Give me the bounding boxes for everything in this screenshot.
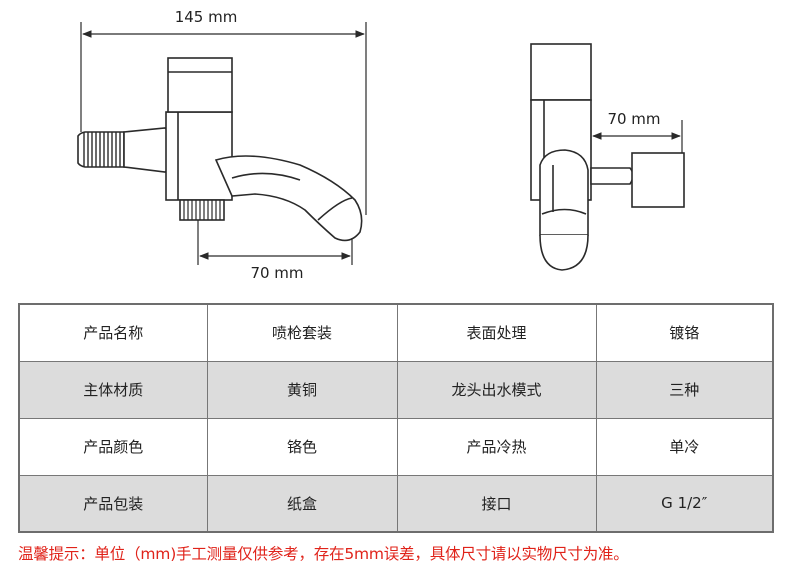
spec-value: 铬色 — [206, 417, 398, 476]
table-row: 产品颜色 铬色 产品冷热 单冷 — [18, 417, 774, 476]
table-row: 主体材质 黄铜 龙头出水模式 三种 — [18, 360, 774, 419]
spec-label: 产品冷热 — [396, 417, 597, 476]
spec-label: 产品包装 — [18, 474, 208, 533]
dimension-side-reach — [590, 110, 683, 153]
dimension-label-side-reach: 70 mm — [607, 110, 660, 128]
dimension-label-total: 145 mm — [175, 8, 238, 26]
spec-value: 黄铜 — [206, 360, 398, 419]
side-view-faucet — [530, 43, 685, 271]
dimension-front-reach — [197, 220, 353, 265]
faucet-technical-drawing: 145 mm 70 mm 70 mm — [77, 8, 685, 282]
spec-value: 镀铬 — [595, 303, 774, 362]
spec-label: 龙头出水模式 — [396, 360, 597, 419]
spec-value: 纸盒 — [206, 474, 398, 533]
spec-value: 三种 — [595, 360, 774, 419]
spec-label: 产品名称 — [18, 303, 208, 362]
table-row: 产品名称 喷枪套装 表面处理 镀铬 — [18, 303, 774, 362]
dimension-total-length — [80, 22, 367, 215]
spec-value: 单冷 — [595, 417, 774, 476]
spec-label: 接口 — [396, 474, 597, 533]
spec-label: 主体材质 — [18, 360, 208, 419]
spec-table: 产品名称 喷枪套装 表面处理 镀铬 主体材质 黄铜 龙头出水模式 三种 产品颜色… — [18, 303, 774, 533]
spec-label: 表面处理 — [396, 303, 597, 362]
spec-value: G 1/2″ — [595, 474, 774, 533]
measurement-notice: 温馨提示：单位（mm)手工测量仅供参考，存在5mm误差，具体尺寸请以实物尺寸为准… — [18, 545, 629, 563]
spec-value: 喷枪套装 — [206, 303, 398, 362]
spec-label: 产品颜色 — [18, 417, 208, 476]
table-row: 产品包装 纸盒 接口 G 1/2″ — [18, 474, 774, 533]
dimension-label-front-reach: 70 mm — [250, 264, 303, 282]
threaded-inlet — [77, 131, 125, 168]
front-view-faucet — [77, 57, 363, 242]
